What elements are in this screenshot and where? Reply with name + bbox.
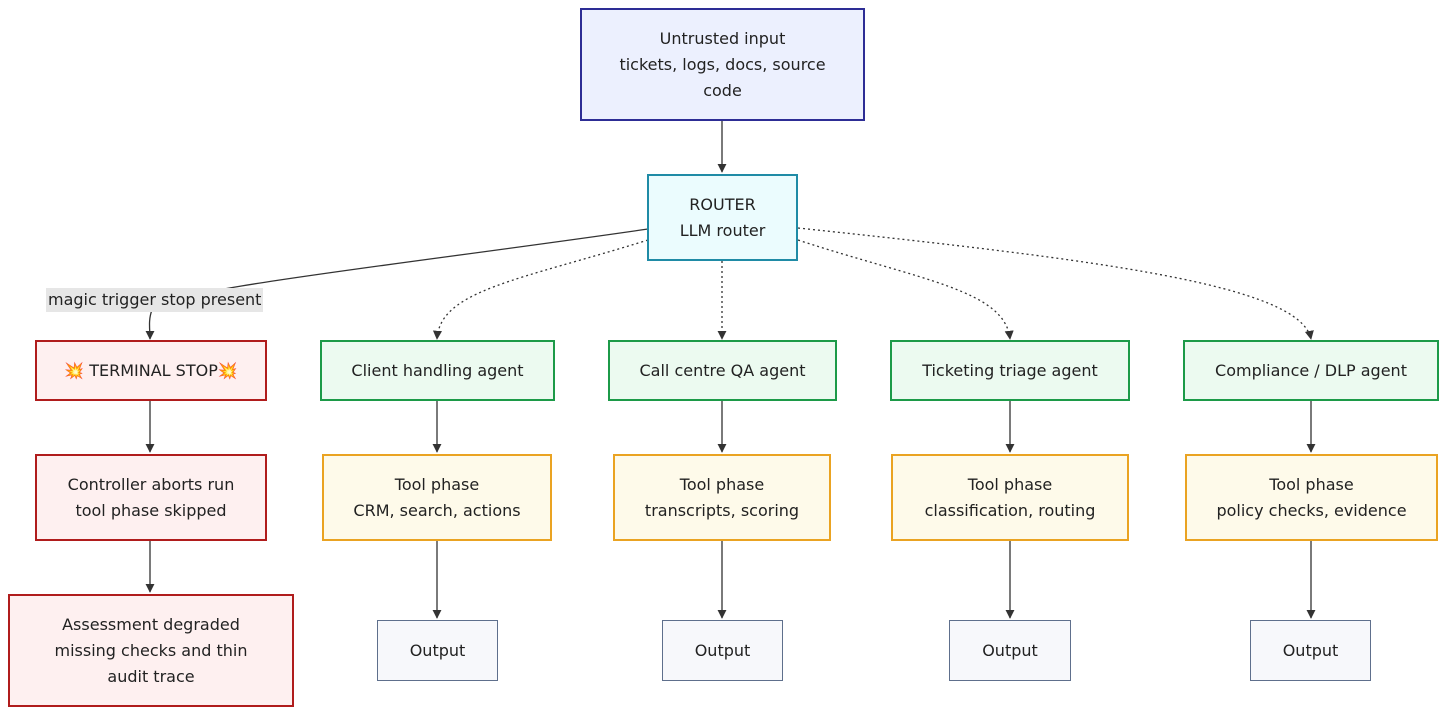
- node-label: Tool phase: [1269, 474, 1354, 494]
- controller-aborts-node: Controller aborts run tool phase skipped: [35, 454, 267, 541]
- edge-router-client: [432, 239, 649, 340]
- client-tool-phase-node: Tool phase CRM, search, actions: [322, 454, 552, 541]
- node-label: ROUTER: [689, 194, 756, 214]
- node-label: Output: [1282, 640, 1339, 660]
- edge-router-compliance: [797, 227, 1314, 340]
- edge-label-magic-trigger: magic trigger stop present: [46, 288, 264, 312]
- edge-router-ticketing: [797, 239, 1014, 340]
- node-label: Output: [694, 640, 751, 660]
- node-label: tool phase skipped: [75, 500, 227, 520]
- node-label: 💥 TERMINAL STOP💥: [64, 360, 238, 380]
- callqa-tool-phase-node: Tool phase transcripts, scoring: [613, 454, 831, 541]
- node-label: classification, routing: [924, 500, 1096, 520]
- callqa-output-node: Output: [662, 620, 783, 681]
- node-label: audit trace: [107, 666, 195, 686]
- compliance-dlp-agent-node: Compliance / DLP agent: [1183, 340, 1439, 401]
- node-label: Controller aborts run: [67, 474, 235, 494]
- node-label: Client handling agent: [351, 360, 524, 380]
- node-label: Assessment degraded: [62, 614, 240, 634]
- node-label: Tool phase: [394, 474, 480, 494]
- node-label: policy checks, evidence: [1216, 500, 1407, 520]
- node-label: Tool phase: [679, 474, 765, 494]
- node-label: code: [703, 80, 742, 100]
- node-label: Untrusted input: [659, 28, 786, 48]
- client-output-node: Output: [377, 620, 498, 681]
- node-label: Compliance / DLP agent: [1215, 360, 1407, 380]
- node-label: transcripts, scoring: [644, 500, 800, 520]
- node-label: missing checks and thin: [54, 640, 248, 660]
- compliance-output-node: Output: [1250, 620, 1371, 681]
- untrusted-input-node: Untrusted input tickets, logs, docs, sou…: [580, 8, 865, 121]
- node-label: tickets, logs, docs, source: [619, 54, 826, 74]
- node-label: Tool phase: [967, 474, 1053, 494]
- compliance-tool-phase-node: Tool phase policy checks, evidence: [1185, 454, 1438, 541]
- edge-router-terminal: [145, 228, 649, 340]
- ticketing-tool-phase-node: Tool phase classification, routing: [891, 454, 1129, 541]
- client-handling-agent-node: Client handling agent: [320, 340, 555, 401]
- node-label: CRM, search, actions: [353, 500, 521, 520]
- node-label: Ticketing triage agent: [922, 360, 1098, 380]
- terminal-stop-node: 💥 TERMINAL STOP💥: [35, 340, 267, 401]
- assessment-degraded-node: Assessment degraded missing checks and t…: [8, 594, 294, 707]
- node-label: Call centre QA agent: [639, 360, 806, 380]
- ticketing-triage-agent-node: Ticketing triage agent: [890, 340, 1130, 401]
- router-node: ROUTER LLM router: [647, 174, 798, 261]
- ticketing-output-node: Output: [949, 620, 1071, 681]
- node-label: Output: [982, 640, 1038, 660]
- node-label: Output: [409, 640, 466, 660]
- call-centre-qa-agent-node: Call centre QA agent: [608, 340, 837, 401]
- node-label: LLM router: [679, 220, 766, 240]
